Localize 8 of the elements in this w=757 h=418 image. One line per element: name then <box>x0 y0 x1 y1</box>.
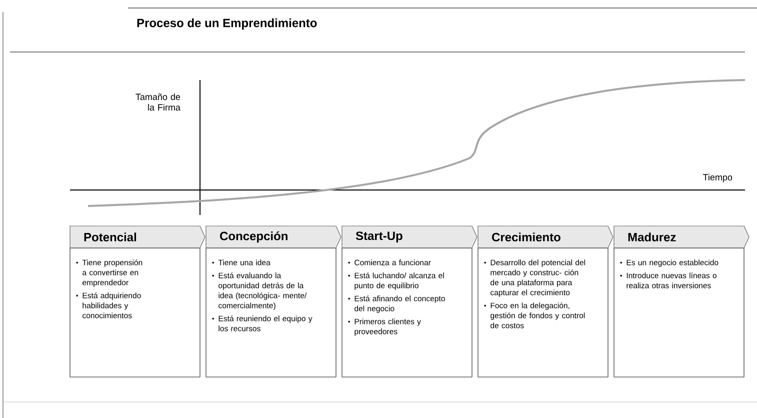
stage-header-tab: Crecimiento <box>478 226 614 248</box>
stage-header-tab: Madurez <box>614 226 750 248</box>
stage-header-tab: Concepción <box>206 226 342 248</box>
axis-label: Tiempo <box>703 174 732 182</box>
title: Proceso de un Emprendimiento <box>137 18 317 30</box>
stage-header-tab: Potencial <box>70 226 206 248</box>
axis-label: Tamaño de la Firma <box>136 93 180 111</box>
stage-header-tab: Start-Up <box>342 226 478 248</box>
